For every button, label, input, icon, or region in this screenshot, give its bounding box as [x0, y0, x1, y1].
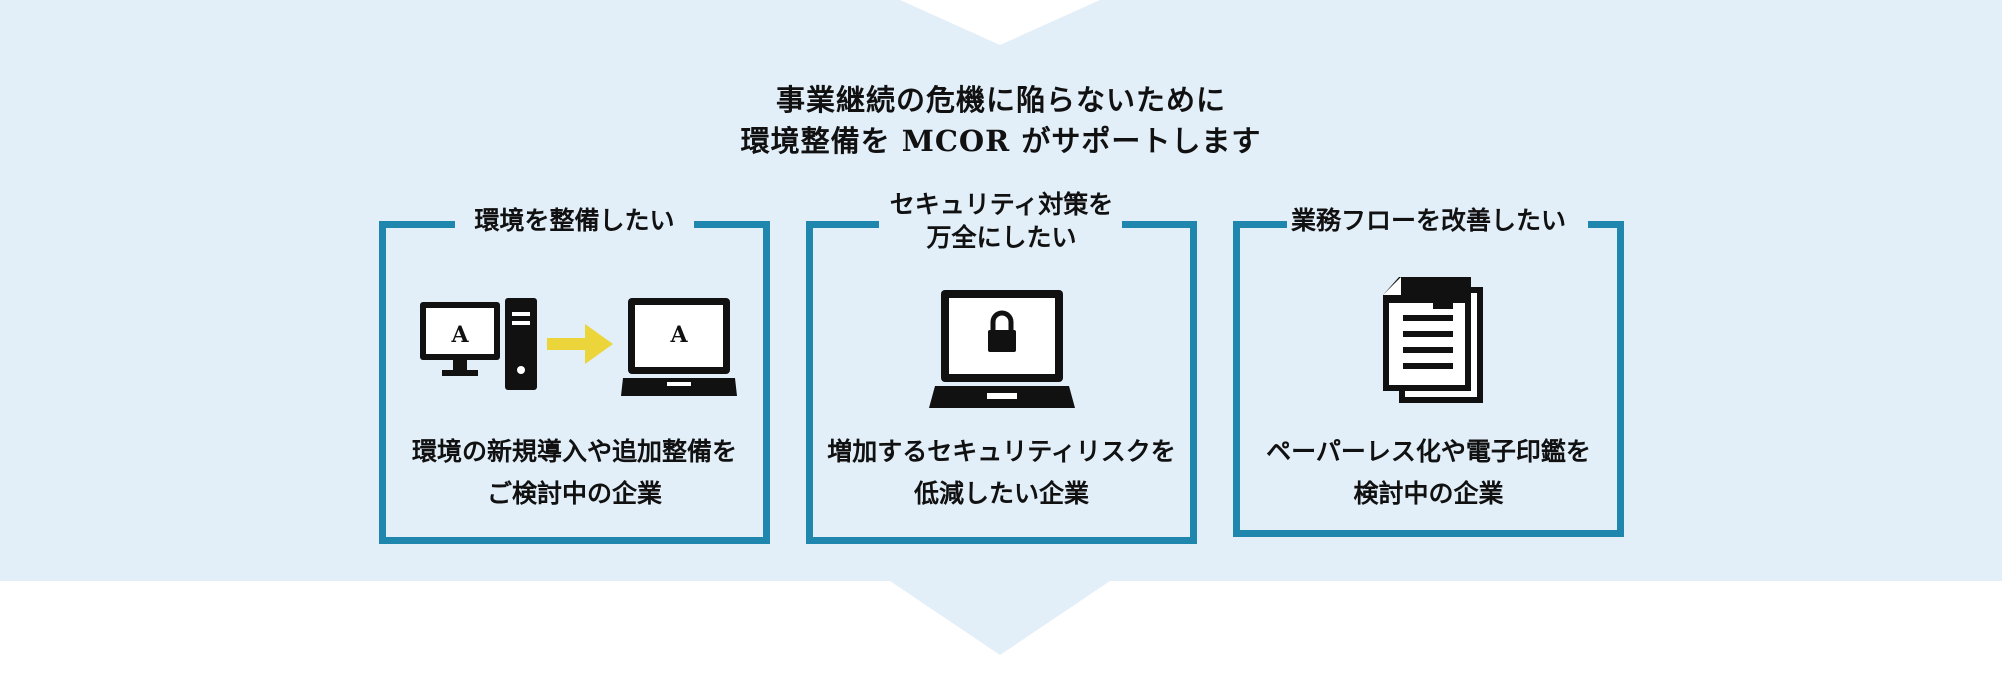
- card-border-top-right: [1588, 221, 1624, 228]
- card-border-top-right: [694, 221, 770, 228]
- card-border-top-left: [806, 221, 879, 228]
- arrow-right-icon: [547, 324, 613, 364]
- headline-line-2: 環境整備を MCOR がサポートします: [740, 124, 1262, 158]
- card-border-top-left: [1233, 221, 1287, 228]
- card-description: 増加するセキュリティリスクを 低減したい企業: [827, 437, 1176, 508]
- headline: 事業継続の危機に陥らないために 環境整備を MCOR がサポートします: [0, 80, 2002, 162]
- card-label: 環境を整備したい: [474, 206, 675, 235]
- svg-text:A: A: [669, 322, 688, 348]
- headline-line-1: 事業継続の危機に陥らないために: [775, 83, 1226, 117]
- laptop-lock-icon: [929, 290, 1075, 408]
- card-description: 環境の新規導入や追加整備を ご検討中の企業: [411, 437, 737, 508]
- card-label: セキュリティ対策を 万全にしたい: [889, 190, 1114, 252]
- card-environment: 環境を整備したい A A 環境の新規導入や追加整備を ご検討: [379, 206, 770, 544]
- card-border-top-right: [1122, 221, 1197, 228]
- lock-icon: [988, 310, 1016, 352]
- top-notch: [900, 0, 1100, 45]
- laptop-icon: A: [621, 298, 737, 396]
- desktop-tower-icon: [505, 298, 537, 390]
- svg-text:A: A: [450, 322, 469, 348]
- card-border-top-left: [379, 221, 455, 228]
- card-label: 業務フローを改善したい: [1290, 206, 1566, 235]
- documents-icon: [1383, 277, 1483, 403]
- desktop-monitor-icon: A: [420, 302, 500, 376]
- down-arrow-indicator: [890, 581, 1110, 655]
- desktop-to-laptop-icon: A A: [420, 298, 737, 396]
- card-security: セキュリティ対策を 万全にしたい 増加するセキュリティリスクを 低減したい企業: [806, 190, 1197, 544]
- card-workflow: 業務フローを改善したい ペーパーレス化や電子印鑑を 検討中の企業: [1233, 206, 1624, 537]
- card-description: ペーパーレス化や電子印鑑を 検討中の企業: [1266, 437, 1591, 508]
